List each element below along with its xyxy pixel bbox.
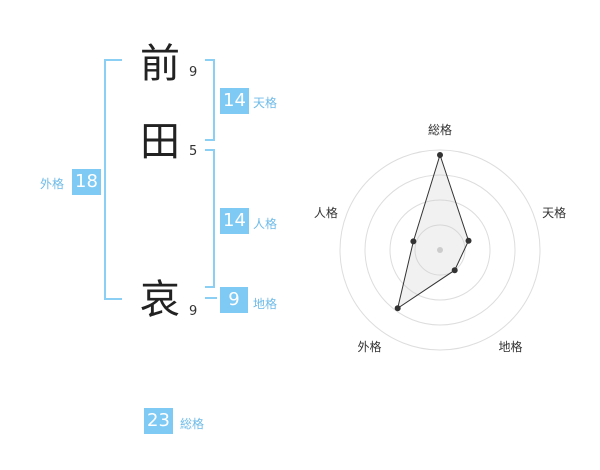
soukaku-value: 23 — [144, 408, 173, 434]
chikaku-value: 9 — [220, 287, 248, 313]
radar-axis-label: 総格 — [428, 122, 452, 137]
radar-point-1 — [437, 152, 443, 158]
gaikaku-bracket — [104, 59, 122, 300]
radar-point-5 — [410, 238, 417, 245]
radar-ring-4 — [339, 149, 541, 351]
jinkaku-label: 人格 — [253, 217, 278, 231]
radar-point-2 — [465, 237, 472, 244]
radar-point-4 — [394, 305, 401, 312]
jinkaku-bracket — [205, 149, 215, 288]
radar-axis-label: 地格 — [499, 339, 523, 354]
tenkaku-label: 天格 — [253, 96, 278, 110]
stroke-count-3: 9 — [189, 304, 198, 319]
gaikaku-value: 18 — [72, 169, 101, 195]
name-char-2: 田 — [140, 119, 180, 165]
tenkaku-value: 14 — [220, 88, 249, 114]
chikaku-label: 地格 — [253, 297, 278, 311]
radar-ring-3 — [364, 174, 516, 326]
name-char-1: 前 — [140, 41, 180, 87]
radar-axis-label: 外格 — [357, 339, 381, 354]
radar-axis-label: 天格 — [542, 205, 566, 220]
stroke-count-1: 9 — [189, 65, 198, 80]
jinkaku-value: 14 — [220, 208, 249, 234]
radar-ring-2 — [389, 199, 491, 301]
radar-point-3 — [451, 267, 458, 274]
name-char-3: 哀 — [140, 277, 180, 323]
tenkaku-bracket — [205, 59, 215, 141]
radar-center-dot — [437, 247, 443, 253]
soukaku-label: 総格 — [180, 417, 205, 431]
radar-axis-label: 人格 — [314, 205, 338, 220]
chikaku-bracket — [205, 297, 217, 299]
gaikaku-label: 外格 — [40, 177, 65, 191]
radar-polygon — [396, 153, 470, 310]
radar-ring-1 — [414, 224, 466, 276]
stroke-count-2: 5 — [189, 144, 198, 159]
